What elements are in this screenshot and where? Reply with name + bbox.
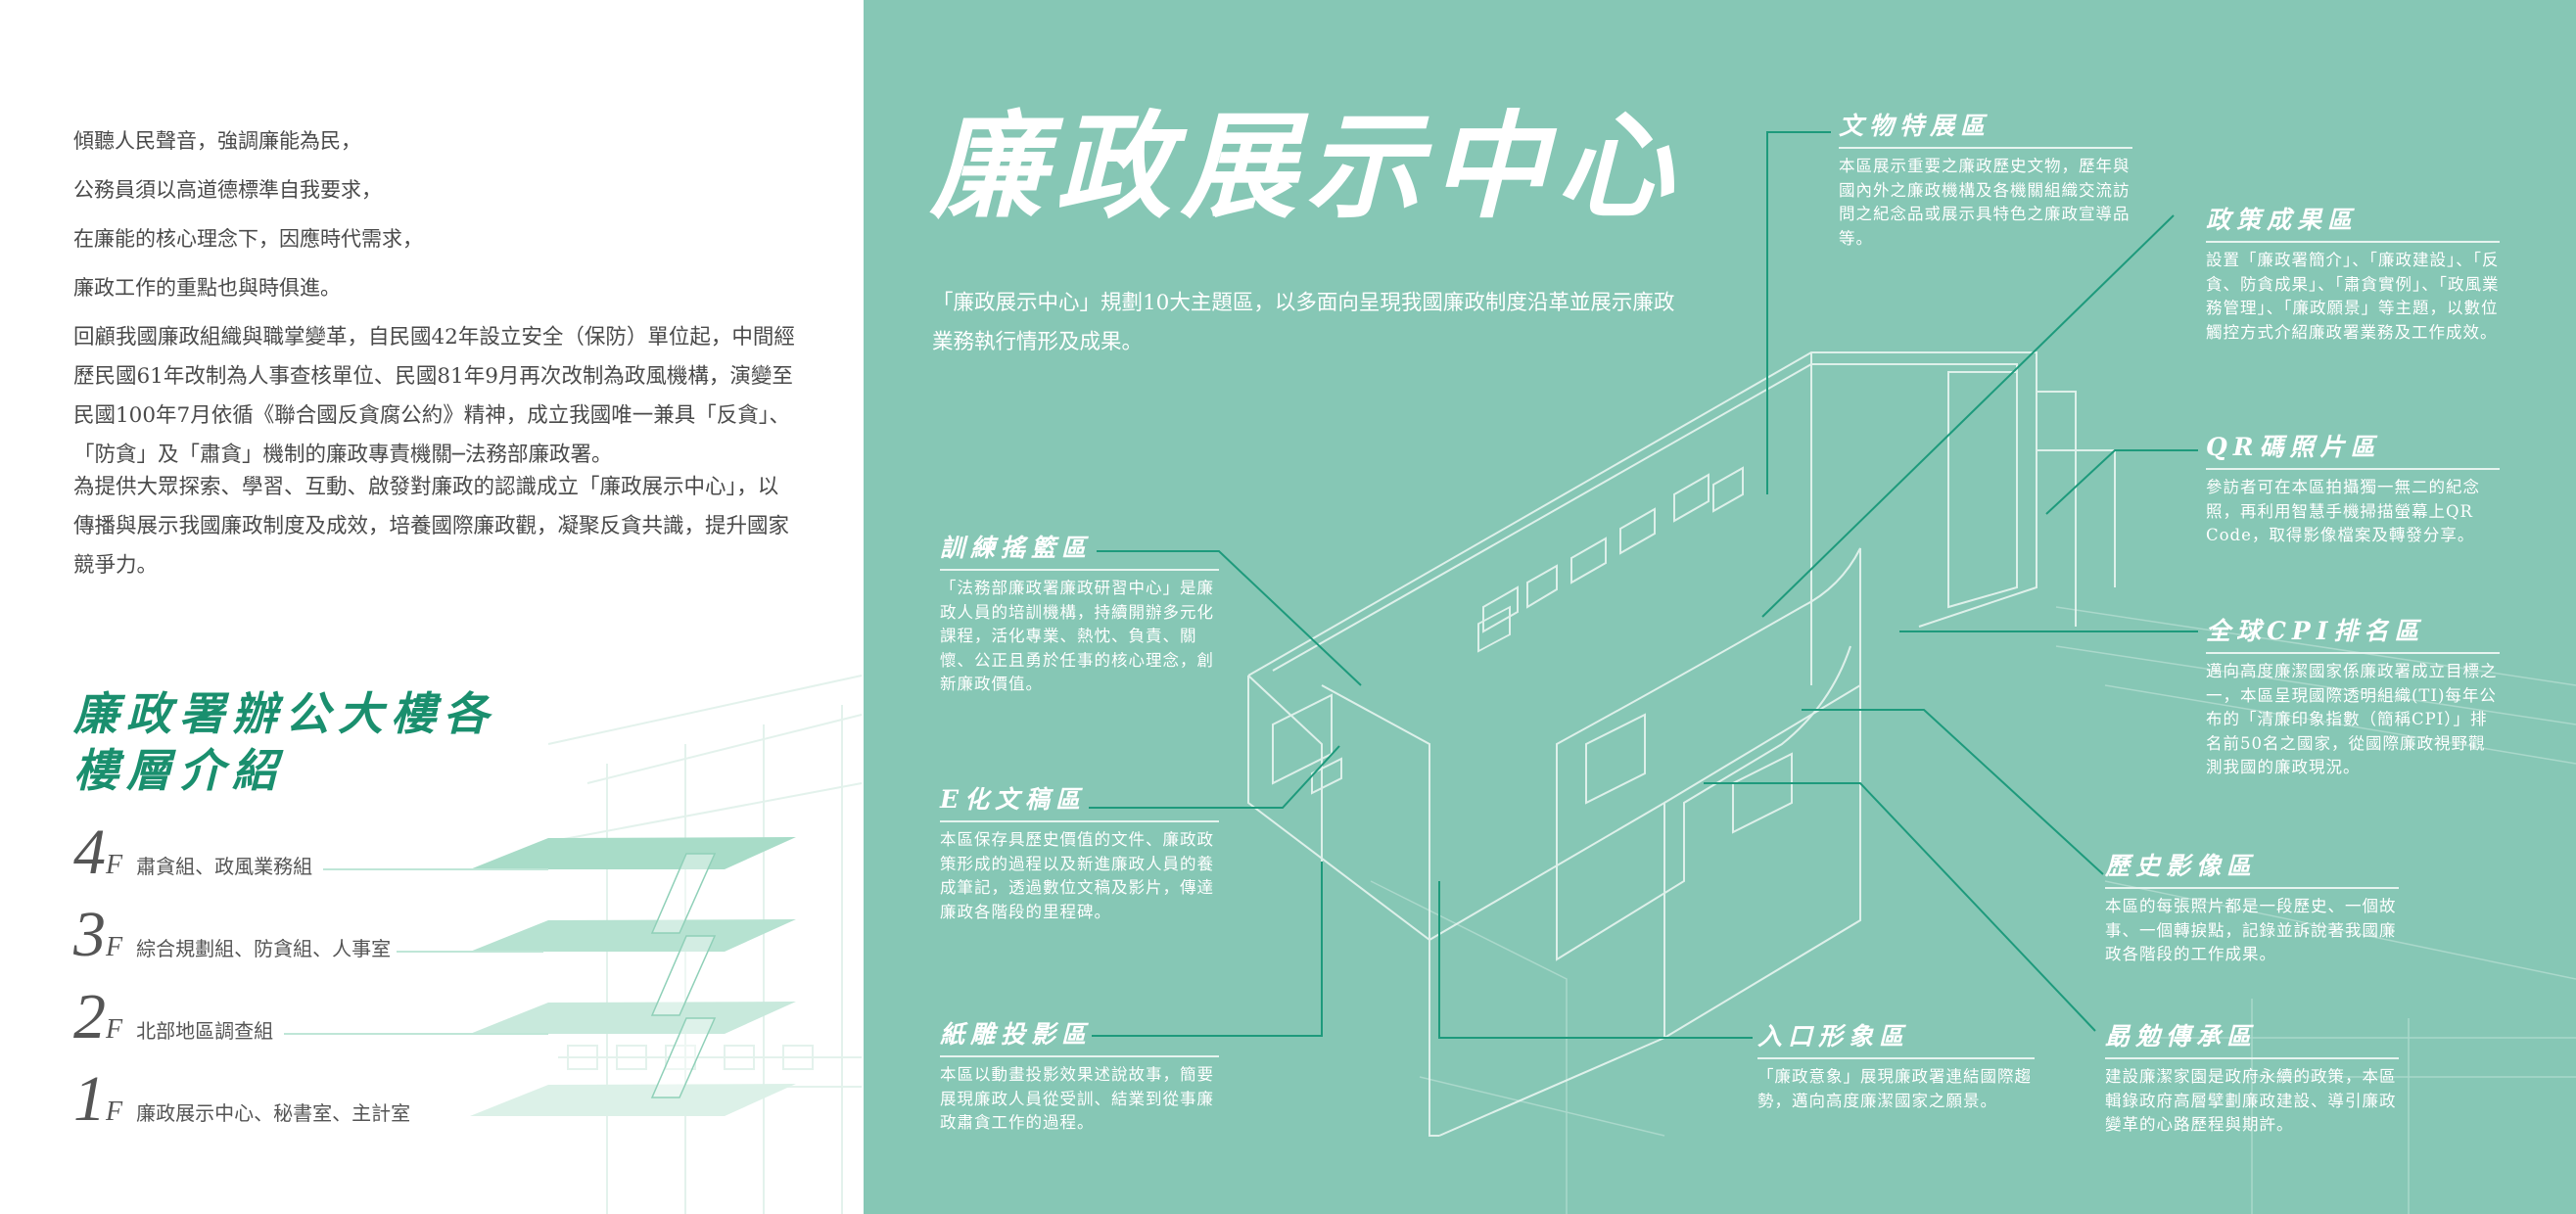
floor-suffix: F <box>106 932 123 962</box>
zone-divider <box>1757 1057 2035 1059</box>
leader-line-history <box>1802 709 2104 875</box>
floor-divider <box>323 868 548 870</box>
floor-number: 3 <box>73 899 106 970</box>
leader-line-e-docs <box>1089 745 1340 809</box>
zone-title: QR碼照片區 <box>2206 433 2381 461</box>
zone-description: 本區以動畫投影效果述說故事，簡要展現廉政人員從受訓、結業到從事廉政肅貪工作的過程… <box>940 1065 1214 1132</box>
leader-line-policy <box>1761 214 2175 618</box>
exhibition-subtitle: 「廉政展示中心」規劃10大主題區，以多面向呈現我國廉政制度沿革並展示廉政業務執行… <box>932 291 1675 354</box>
zone-title: 全球CPI排名區 <box>2206 617 2425 645</box>
floor-guide-title-line: 樓層介紹 <box>73 744 285 797</box>
leader-line-artifacts <box>1766 131 1831 494</box>
floor-plate-1f <box>470 1084 796 1116</box>
zone-training: 訓練搖籃區 「法務部廉政署廉政研習中心」是廉政人員的培訓機構，持續開辦多元化課程… <box>940 532 1219 697</box>
floor-label: 廉政展示中心、秘書室、主計室 <box>136 1101 411 1125</box>
zone-description: 參訪者可在本區拍攝獨一無二的紀念照，再利用智慧手機掃描螢幕上QR Code，取得… <box>2206 478 2491 544</box>
zone-entrance-image: 入口形象區 「廉政意象」展現廉政署連結國際趨勢，邁向高度廉潔國家之願景。 <box>1757 1020 2035 1113</box>
zone-qr-photo: QR碼照片區 參訪者可在本區拍攝獨一無二的紀念照，再利用智慧手機掃描螢幕上QR … <box>2206 431 2500 548</box>
zone-legacy: 勗勉傳承區 建設廉潔家園是政府永續的政策，本區輯錄政府高層擘劃廉政建設、導引廉政… <box>2105 1020 2399 1138</box>
zone-title: 紙雕投影區 <box>940 1020 1093 1049</box>
zone-title: 訓練搖籃區 <box>940 534 1093 562</box>
zone-divider <box>2105 887 2399 889</box>
leader-line-qr <box>2045 449 2198 515</box>
zone-title: 勗勉傳承區 <box>2105 1022 2258 1051</box>
zone-title: 歷史影像區 <box>2105 852 2258 880</box>
floor-label: 北部地區調查組 <box>136 1019 274 1043</box>
zone-paper-projection: 紙雕投影區 本區以動畫投影效果述說故事，簡要展現廉政人員從受訓、結業到從事廉政肅… <box>940 1018 1219 1136</box>
floor-suffix: F <box>106 850 123 880</box>
zone-description: 「廉政意象」展現廉政署連結國際趨勢，邁向高度廉潔國家之願景。 <box>1757 1067 2032 1110</box>
leader-line-paper-projection <box>1092 862 1323 1037</box>
intro-line: 在廉能的核心理念下，因應時代需求， <box>73 227 423 251</box>
zone-divider <box>940 569 1219 571</box>
exhibition-center-title: 廉政展示中心 <box>930 98 1683 234</box>
floor-plates <box>470 837 796 1116</box>
history-paragraph: 回顧我國廉政組織與職掌變革，自民國42年設立安全（保防）單位起，中間經歷民國61… <box>73 325 795 467</box>
zone-e-docs: E化文稿區 本區保存具歷史價值的文件、廉政政策形成的過程以及新進廉政人員的養成筆… <box>940 783 1219 924</box>
floor-divider <box>284 1033 548 1035</box>
floor-suffix: F <box>106 1097 123 1127</box>
staircases <box>650 853 717 1098</box>
floor-suffix: F <box>106 1014 123 1045</box>
floor-plate-4f <box>470 837 796 869</box>
zone-description: 本區展示重要之廉政歷史文物，歷年與國內外之廉政機構及各機關組織交流訪問之紀念品或… <box>1839 157 2131 248</box>
leader-line-training <box>1097 550 1362 686</box>
intro-page: 傾聽人民聲音，強調廉能為民， 公務員須以高道德標準自我要求， 在廉能的核心理念下… <box>0 0 864 1214</box>
purpose-paragraph: 為提供大眾探索、學習、互動、啟發對廉政的認識成立「廉政展示中心」，以傳播與展示我… <box>73 475 790 578</box>
zone-divider <box>2206 241 2500 243</box>
intro-line: 傾聽人民聲音，強調廉能為民， <box>73 129 361 153</box>
floor-guide-title: 廉政署辦公大樓各 樓層介紹 <box>73 685 496 799</box>
zone-description: 邁向高度廉潔國家係廉政署成立目標之一，本區呈現國際透明組織(TI)每年公布的「清… <box>2206 662 2498 776</box>
exhibition-page <box>864 0 2576 1214</box>
zone-description: 本區的每張照片都是一段歷史、一個故事、一個轉捩點，記錄並訴說著我國廉政各階段的工… <box>2105 897 2397 963</box>
leader-lines <box>1089 131 2198 1039</box>
zone-policy-results: 政策成果區 設置「廉政署簡介」、「廉政建設」、「反貪、防貪成果」、「肅貪實例」、… <box>2206 204 2500 345</box>
zone-description: 本區保存具歷史價值的文件、廉政政策形成的過程以及新進廉政人員的養成筆記，透過數位… <box>940 830 1214 921</box>
zone-divider <box>2206 468 2500 470</box>
zone-global-cpi: 全球CPI排名區 邁向高度廉潔國家係廉政署成立目標之一，本區呈現國際透明組織(T… <box>2206 615 2500 780</box>
zone-divider <box>940 820 1219 822</box>
floor-number: 1 <box>73 1063 106 1135</box>
zone-description: 「法務部廉政署廉政研習中心」是廉政人員的培訓機構，持續開辦多元化課程，活化專業、… <box>940 579 1214 693</box>
zone-divider <box>1839 147 2132 149</box>
zone-title: 入口形象區 <box>1757 1022 1910 1051</box>
floor-label: 肅貪組、政風業務組 <box>136 855 313 878</box>
zone-title: E化文稿區 <box>940 785 1087 814</box>
floor-plate-2f <box>470 1002 796 1034</box>
zone-artifacts: 文物特展區 本區展示重要之廉政歷史文物，歷年與國內外之廉政機構及各機關組織交流訪… <box>1839 110 2132 251</box>
zone-divider <box>940 1055 1219 1057</box>
floor-guide-title-line: 廉政署辦公大樓各 <box>73 687 496 740</box>
floor-plate-3f <box>470 919 796 952</box>
background-building-sketch <box>1370 606 2576 1214</box>
zone-description: 設置「廉政署簡介」、「廉政建設」、「反貪、防貪成果」、「肅貪實例」、「政風業務管… <box>2206 251 2500 342</box>
intro-line: 廉政工作的重點也與時俱進。 <box>73 276 341 300</box>
zone-title: 文物特展區 <box>1839 112 1991 140</box>
intro-line: 公務員須以高道德標準自我要求， <box>73 178 382 202</box>
building-sketch-illustration <box>470 675 863 1214</box>
leader-line-legacy <box>1704 782 2096 1032</box>
floor-label: 綜合規劃組、防貪組、人事室 <box>136 937 392 960</box>
zone-title: 政策成果區 <box>2206 206 2359 234</box>
leader-line-entrance <box>1438 881 1753 1039</box>
zone-divider <box>2105 1057 2399 1059</box>
zone-divider <box>2206 652 2500 654</box>
floor-number: 2 <box>73 981 106 1052</box>
floor-divider <box>397 951 543 953</box>
floor-number: 4 <box>73 817 106 888</box>
zone-history-images: 歷史影像區 本區的每張照片都是一段歷史、一個故事、一個轉捩點，記錄並訴說著我國廉… <box>2105 850 2399 967</box>
building-outline <box>1247 351 2116 1137</box>
zone-description: 建設廉潔家園是政府永續的政策，本區輯錄政府高層擘劃廉政建設、導引廉政變革的心路歷… <box>2105 1067 2397 1134</box>
